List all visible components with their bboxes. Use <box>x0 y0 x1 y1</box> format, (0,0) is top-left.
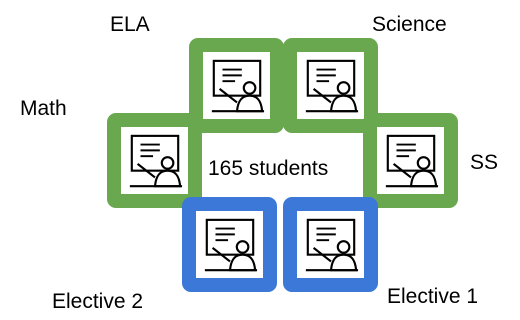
class-label-science: Science <box>372 13 447 36</box>
teacher-whiteboard-icon <box>208 57 266 115</box>
class-label-ela: ELA <box>110 13 150 36</box>
class-label-elective-1: Elective 1 <box>387 285 479 308</box>
student-count-label: 165 students <box>208 157 329 180</box>
class-label-elective-2: Elective 2 <box>52 290 144 313</box>
class-tile-math <box>107 113 202 208</box>
teacher-whiteboard-icon <box>382 132 440 190</box>
teacher-whiteboard-icon <box>302 216 360 274</box>
class-tile-elective-1 <box>283 197 378 292</box>
class-tile-ela <box>189 38 284 133</box>
class-label-ss: SS <box>470 151 499 174</box>
class-tile-science <box>283 38 378 133</box>
class-tile-ss <box>363 113 458 208</box>
teacher-whiteboard-icon <box>201 216 259 274</box>
teacher-whiteboard-icon <box>126 132 184 190</box>
teacher-whiteboard-icon <box>302 57 360 115</box>
class-tile-elective-2 <box>182 197 277 292</box>
class-label-math: Math <box>20 97 67 120</box>
